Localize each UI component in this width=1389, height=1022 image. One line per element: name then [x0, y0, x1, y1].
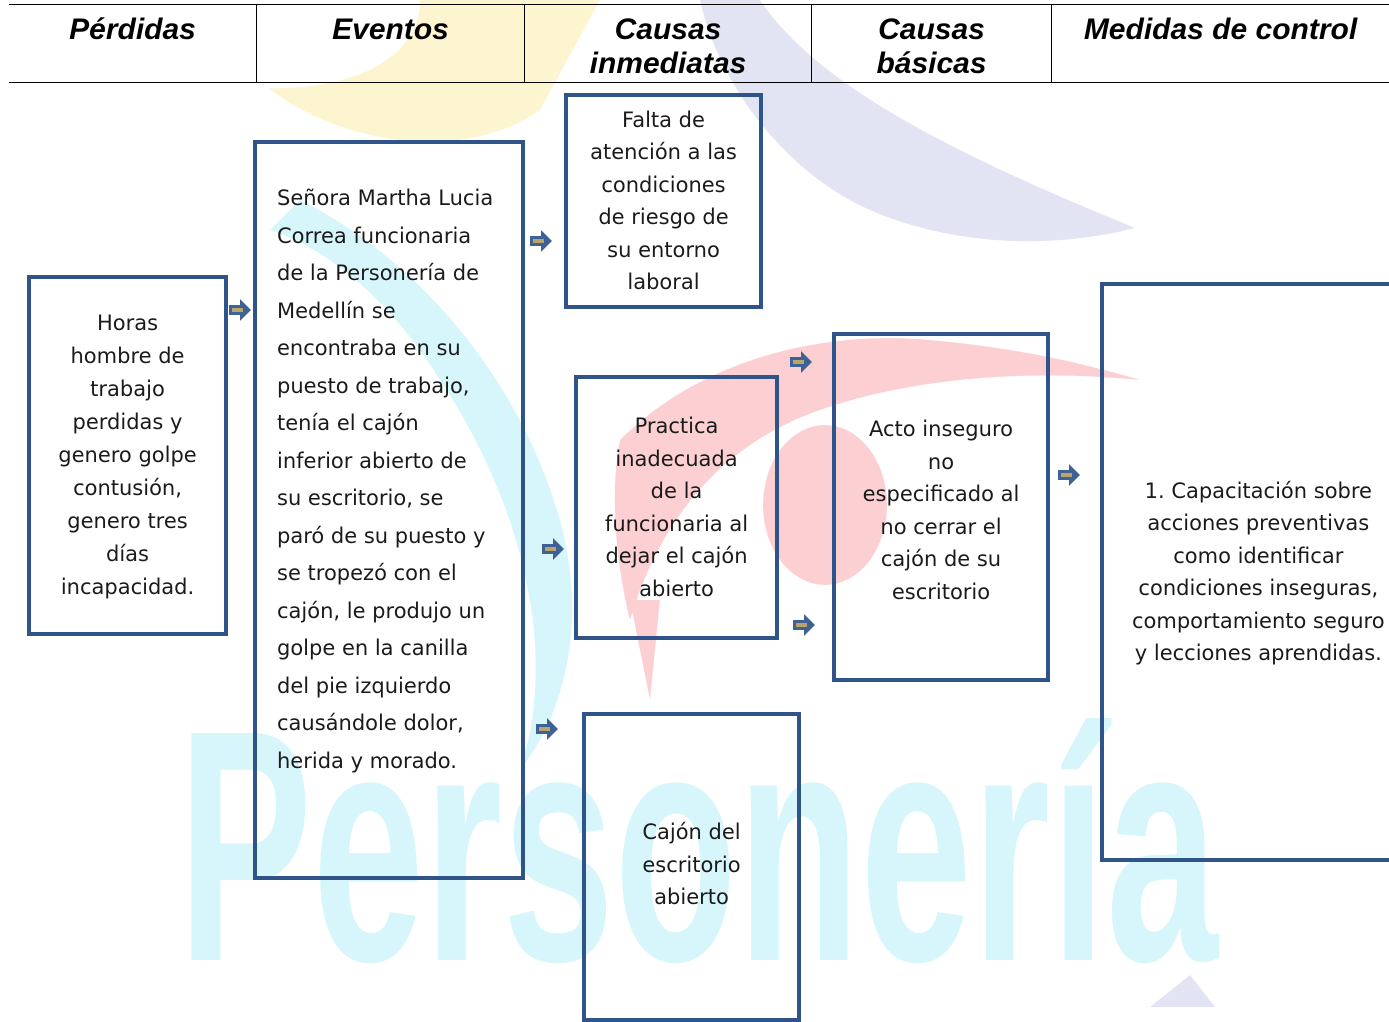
- header-causas-basicas: Causas básicas: [811, 5, 1051, 82]
- pink-swoosh-shape: [614, 338, 1140, 620]
- arrow-right-icon: [1058, 464, 1080, 486]
- arrow-right-icon: [530, 230, 552, 252]
- causa-inmediata-1-box: Falta de atención a las condiciones de r…: [564, 93, 763, 309]
- causa-basica-text: Acto inseguro no especificado al no cerr…: [862, 417, 1020, 604]
- header-perdidas: Pérdidas: [69, 13, 196, 46]
- causa-inmediata-2-box: Practica inadecuada de la funcionaria al…: [574, 375, 779, 640]
- arrow-right-icon: [793, 614, 815, 636]
- causa-inmediata-3-text: Cajón del escritorio abierto: [642, 820, 741, 909]
- perdidas-text: Horas hombre de trabajo perdidas y gener…: [58, 311, 197, 599]
- purple-swoosh-shape: [700, 0, 1135, 242]
- yellow-swoosh-shape: [268, 0, 600, 142]
- cyan-arm-shape: [270, 200, 573, 770]
- header-causas-inmediatas: Causas inmediatas: [524, 5, 811, 82]
- evento-text: Señora Martha Lucia Correa funcionaria d…: [277, 186, 494, 773]
- causa-basica-box: Acto inseguro no especificado al no cerr…: [832, 332, 1050, 682]
- causa-inmediata-3-box: Cajón del escritorio abierto: [582, 712, 801, 1022]
- pink-tail-shape: [630, 600, 660, 700]
- medida-control-box: 1. Capacitación sobre acciones preventiv…: [1100, 282, 1389, 862]
- medida-control-text: 1. Capacitación sobre acciones preventiv…: [1132, 478, 1385, 666]
- arrow-right-icon: [536, 718, 558, 740]
- header-eventos: Eventos: [256, 5, 524, 82]
- perdidas-box: Horas hombre de trabajo perdidas y gener…: [27, 275, 228, 636]
- purple-corner-shape: [1150, 975, 1215, 1007]
- arrow-right-icon: [229, 299, 251, 321]
- pink-head-shape: [763, 425, 887, 585]
- causa-inmediata-1-text: Falta de atención a las condiciones de r…: [590, 107, 737, 295]
- header-row: Pérdidas Eventos Causas inmediatas Causa…: [9, 4, 1389, 83]
- evento-box: Señora Martha Lucia Correa funcionaria d…: [253, 140, 525, 880]
- arrow-right-icon: [790, 351, 812, 373]
- watermark-text: Personería: [178, 661, 1219, 1007]
- header-medidas-de-control: Medidas de control: [1051, 5, 1389, 82]
- causa-inmediata-2-text: Practica inadecuada de la funcionaria al…: [604, 414, 749, 601]
- arrow-right-icon: [542, 538, 564, 560]
